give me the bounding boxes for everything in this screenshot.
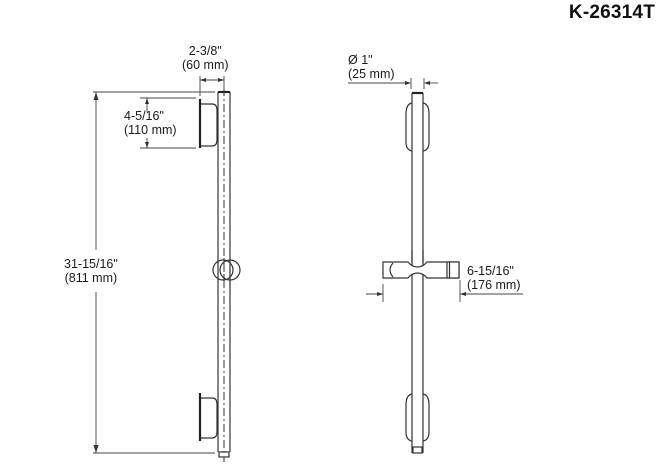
bracket-height-dimension bbox=[140, 97, 196, 149]
bracket-depth-label: 2-3/8" (60 mm) bbox=[182, 44, 229, 72]
bracket-height-imperial: 4-5/16" bbox=[124, 109, 164, 123]
diameter-metric: (25 mm) bbox=[348, 67, 395, 81]
overall-length-imperial: 31-15/16" bbox=[64, 257, 118, 271]
diameter-imperial: Ø 1" bbox=[348, 53, 373, 67]
side-bottom-bracket bbox=[198, 393, 218, 441]
holder-width-metric: (176 mm) bbox=[467, 278, 521, 292]
front-slide-holder bbox=[382, 250, 460, 279]
diameter-label: Ø 1" (25 mm) bbox=[348, 53, 395, 81]
bracket-height-metric: (110 mm) bbox=[124, 123, 177, 137]
side-top-bracket bbox=[198, 99, 218, 148]
bracket-height-label: 4-5/16" (110 mm) bbox=[124, 109, 177, 137]
front-top-bracket bbox=[405, 102, 430, 152]
bracket-depth-imperial: 2-3/8" bbox=[188, 44, 222, 58]
front-bottom-bracket bbox=[405, 393, 430, 442]
diameter-dimension bbox=[348, 78, 438, 89]
bracket-depth-metric: (60 mm) bbox=[182, 58, 229, 72]
holder-width-imperial: 6-15/16" bbox=[467, 264, 514, 278]
front-view bbox=[348, 78, 523, 454]
overall-length-metric: (811 mm) bbox=[64, 271, 118, 285]
bracket-depth-dimension bbox=[199, 76, 225, 96]
side-view bbox=[93, 76, 241, 462]
overall-length-dimension bbox=[93, 91, 215, 454]
holder-width-dimension bbox=[366, 280, 523, 302]
overall-length-label: 31-15/16" (811 mm) bbox=[64, 257, 118, 285]
side-slider-knob bbox=[212, 258, 241, 282]
model-number: K-26314T bbox=[568, 2, 655, 23]
holder-width-label: 6-15/16" (176 mm) bbox=[467, 264, 520, 292]
